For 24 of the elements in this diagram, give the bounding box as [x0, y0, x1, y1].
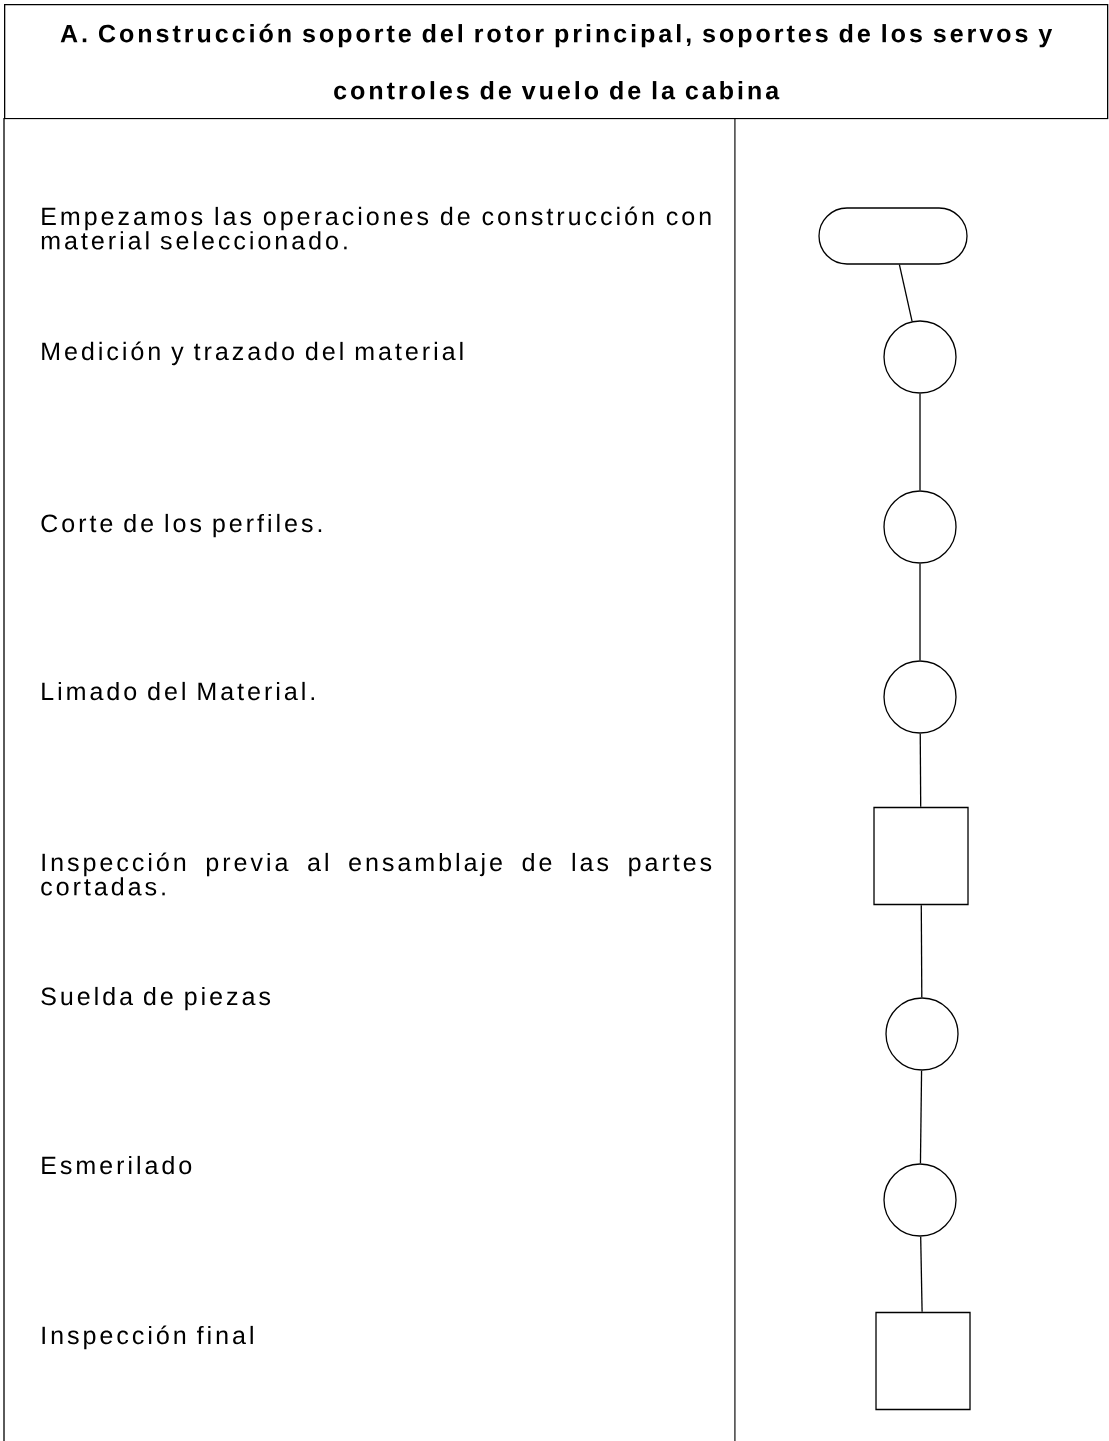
- flow-line: [919, 563, 921, 661]
- step-text: Empezamos las operaciones de construcción con material seleccionado.: [41, 206, 711, 250]
- terminal-symbol: [818, 207, 968, 265]
- step-text: Medición y trazado del material: [42, 341, 463, 366]
- operation-circle: [883, 320, 957, 394]
- title: A. Construcción soporte del rotor principal, soportes de los servos y controles de vuelo de la cabina: [4, 4, 1109, 120]
- operation-circle: [883, 1163, 957, 1237]
- flow-line: [920, 1236, 923, 1313]
- inspection-square: [873, 806, 969, 906]
- operation-circle: [885, 997, 959, 1071]
- step-text: Suelda de piezas: [41, 986, 271, 1011]
- flow-line: [898, 264, 913, 322]
- step-text: Inspección previa al ensamblaje de las partes cortadas.: [41, 852, 712, 896]
- operation-circle: [883, 490, 957, 564]
- step-text: Corte de los perfiles.: [41, 513, 322, 538]
- flow-line: [919, 733, 922, 808]
- step-text: Esmerilado: [42, 1155, 192, 1175]
- operation-circle: [883, 660, 957, 734]
- step-text: Limado del Material.: [42, 681, 314, 701]
- flow-line: [919, 393, 921, 491]
- flow-line: [920, 904, 923, 998]
- inspection-square: [875, 1311, 971, 1411]
- flow-line: [919, 1070, 923, 1164]
- step-text: Inspección final: [42, 1325, 253, 1350]
